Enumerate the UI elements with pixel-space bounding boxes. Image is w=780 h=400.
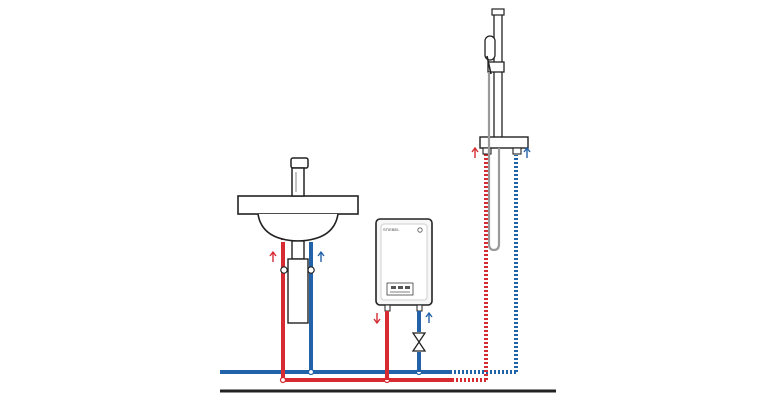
basin-hot-flow-arrow-up-icon — [269, 250, 277, 262]
shower-head-icon — [484, 35, 496, 75]
basin-hot-angle-valve — [280, 266, 288, 274]
shower-hose-icon — [487, 72, 501, 252]
basin-cold-flow-arrow-up-icon — [317, 250, 325, 262]
basin-hot-junction — [279, 376, 287, 384]
flow-arrows — [269, 146, 531, 325]
basin-faucet-icon — [290, 157, 309, 197]
shower-cold-flow-arrow-up-icon — [523, 146, 531, 158]
washbasin-icon — [237, 195, 359, 242]
cold-line-to-shower — [450, 155, 518, 374]
hot-line-to-shower — [452, 152, 488, 382]
drain-trap-icon — [287, 240, 309, 324]
instantaneous-water-heater-icon: STIEBEL — [375, 218, 433, 312]
shower-rail-icon — [479, 8, 529, 155]
basin-cold-angle-valve — [307, 266, 315, 274]
heater-indicator-icon — [417, 227, 423, 233]
heater-hot-flow-arrow-down-icon — [373, 313, 381, 325]
heater-brand-label: STIEBEL — [383, 227, 400, 232]
shutoff-valve-icon — [411, 332, 427, 352]
heater-display-panel — [386, 282, 414, 296]
heater-cold-flow-arrow-up-icon — [425, 311, 433, 323]
basin-cold-junction — [307, 368, 315, 376]
shower-hot-flow-arrow-up-icon — [471, 146, 479, 158]
